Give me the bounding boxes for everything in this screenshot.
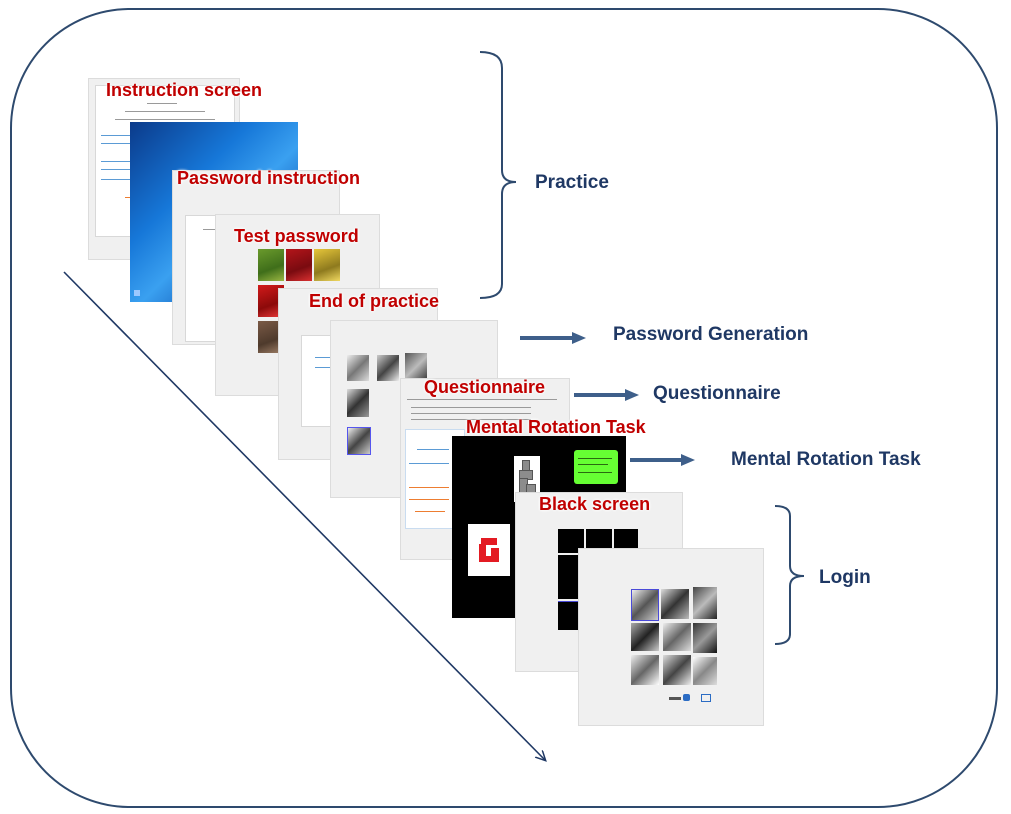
title-instruction-screen: Instruction screen bbox=[106, 80, 263, 100]
feedback-box bbox=[574, 450, 618, 484]
slide-login bbox=[578, 548, 764, 726]
title-black-screen: Black screen bbox=[539, 494, 651, 514]
label-login: Login bbox=[819, 567, 871, 588]
arrow-password-generation bbox=[520, 332, 586, 344]
rounded-frame bbox=[10, 8, 998, 808]
title-end-of-practice: End of practice bbox=[309, 291, 440, 311]
rotated-shape bbox=[468, 524, 510, 576]
timeline-arrow bbox=[63, 271, 545, 760]
fruit-photo bbox=[286, 249, 312, 281]
practice-bracket bbox=[479, 51, 517, 299]
fruit-photo bbox=[258, 249, 284, 281]
title-password-instruction: Password instruction bbox=[177, 168, 361, 188]
fruit-photo bbox=[314, 249, 340, 281]
arrow-mental-rotation-task bbox=[630, 454, 695, 466]
title-test-password: Test password bbox=[234, 226, 359, 246]
title-questionnaire: Questionnaire bbox=[424, 377, 546, 397]
label-practice: Practice bbox=[535, 172, 609, 193]
label-mental-rotation-task: Mental Rotation Task bbox=[731, 449, 921, 470]
arrow-questionnaire bbox=[574, 389, 639, 401]
label-password-generation: Password Generation bbox=[613, 324, 809, 345]
login-bracket bbox=[774, 505, 805, 645]
title-mental-rotation-task: Mental Rotation Task bbox=[466, 417, 646, 437]
label-questionnaire: Questionnaire bbox=[653, 383, 781, 404]
